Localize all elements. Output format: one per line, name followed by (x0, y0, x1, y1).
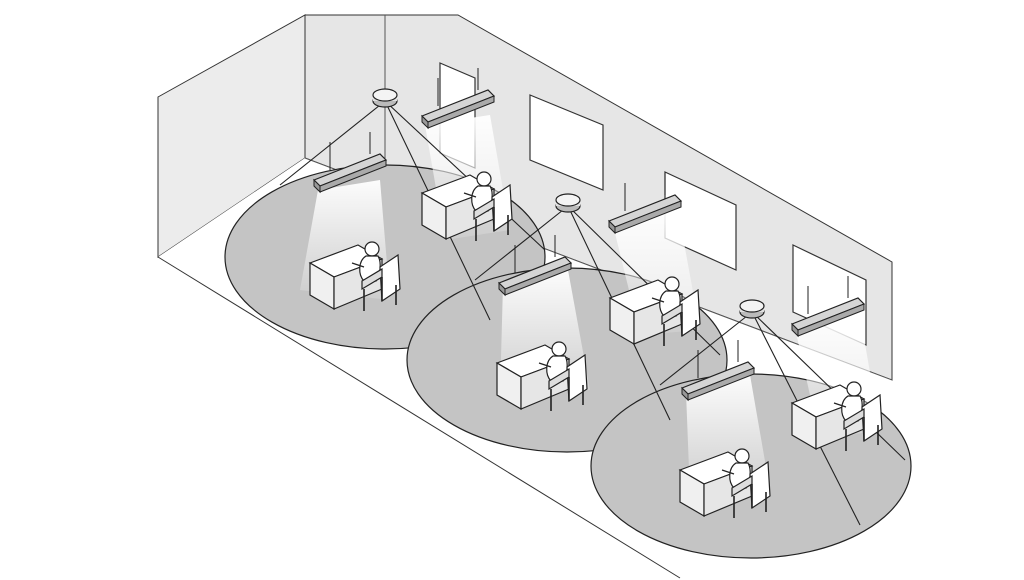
pendant-light-icon (790, 276, 866, 338)
ceiling-sensor-icon (372, 88, 398, 108)
ceiling-sensor-icon (739, 299, 765, 319)
pendant-light-icon (312, 132, 388, 194)
desk-with-seated-person-icon (308, 241, 401, 311)
floor-edge-front (157, 256, 681, 579)
desk-with-seated-person-icon (495, 341, 588, 411)
desk-with-seated-person-icon (608, 276, 701, 346)
pendant-light-icon (607, 173, 683, 235)
ceiling-sensors (372, 88, 765, 319)
desk-with-seated-person-icon (420, 171, 513, 241)
detection-line (751, 311, 906, 461)
pendant-lights (312, 68, 866, 402)
detection-line (279, 100, 386, 186)
ceiling-sensor-icon (555, 193, 581, 213)
pendant-light-icon (497, 235, 573, 297)
pendant-light-icon (680, 340, 756, 402)
pendant-light-icon (420, 68, 496, 130)
detection-line (384, 100, 546, 251)
desk-with-seated-person-icon (678, 448, 771, 518)
detection-line (474, 205, 569, 281)
workstations (308, 171, 883, 518)
desk-with-seated-person-icon (790, 381, 883, 451)
detection-line (659, 311, 753, 386)
detection-line (567, 205, 721, 356)
window (529, 94, 604, 191)
